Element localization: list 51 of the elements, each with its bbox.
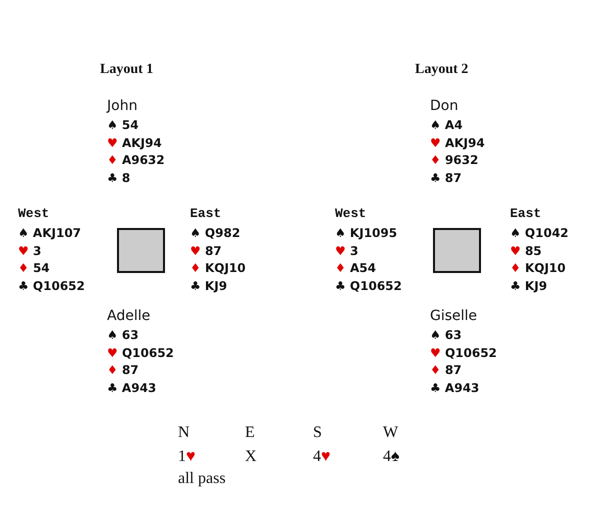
- card-holding: ♦ 9632: [430, 153, 478, 167]
- card-holding: ♣ Q10652: [335, 278, 402, 292]
- player-name: John: [107, 98, 138, 114]
- layout-heading: Layout 1: [100, 62, 154, 78]
- card-holding: ♣ 8: [107, 170, 130, 184]
- bid-heading: E: [245, 424, 255, 442]
- card-holding: ♥ 3: [335, 244, 358, 258]
- player-name: East: [190, 206, 222, 221]
- player-name: West: [18, 206, 50, 221]
- card-holding: ♠ KJ1095: [335, 226, 398, 240]
- layout-heading: Layout 2: [415, 62, 468, 78]
- card-holding: ♦ 54: [18, 261, 50, 275]
- card-holding: ♥ Q10652: [430, 346, 497, 360]
- bid-heading: S: [313, 424, 322, 442]
- card-holding: ♦ KQJ10: [510, 261, 566, 275]
- player-name: East: [510, 206, 542, 221]
- player-name: West: [335, 206, 366, 221]
- card-holding: ♣ Q10652: [18, 278, 85, 292]
- player-name: Adelle: [107, 308, 150, 324]
- player-name: Don: [430, 98, 458, 114]
- card-holding: ♠ 63: [430, 328, 462, 342]
- card-holding: ♠ AKJ107: [18, 226, 82, 240]
- card-holding: ♥ Q10652: [107, 346, 174, 360]
- card-holding: ♠ Q982: [190, 226, 240, 240]
- card-holding: ♠ Q1042: [510, 226, 569, 240]
- card-holding: ♠ 63: [107, 328, 139, 342]
- card-holding: ♥ AKJ94: [107, 136, 162, 150]
- card-holding: ♦ 87: [107, 363, 139, 377]
- bid-heading: N: [178, 424, 190, 442]
- card-holding: ♣ KJ9: [190, 278, 228, 292]
- bid: 4♥: [313, 448, 330, 466]
- card-holding: ♦ KQJ10: [190, 261, 246, 275]
- card-holding: ♠ 54: [107, 118, 139, 132]
- bid: all pass: [178, 470, 226, 488]
- card-holding: ♦ A9632: [107, 153, 165, 167]
- card-holding: ♦ 87: [430, 363, 462, 377]
- card-holding: ♦ A54: [335, 261, 376, 275]
- bid-heading: W: [383, 424, 398, 442]
- card-holding: ♣ 87: [430, 170, 462, 184]
- card-holding: ♠ A4: [430, 118, 463, 132]
- card-holding: ♣ A943: [107, 380, 156, 394]
- bid: 1♥: [178, 448, 196, 466]
- card-holding: ♥ 87: [190, 244, 222, 258]
- player-name: Giselle: [430, 308, 478, 324]
- bid: X: [245, 448, 257, 466]
- card-holding: ♥ 3: [18, 244, 42, 258]
- card-holding: ♣ A943: [430, 380, 480, 394]
- card-holding: ♥ 85: [510, 244, 542, 258]
- bid: 4♠: [383, 448, 400, 466]
- card-holding: ♥ AKJ94: [430, 136, 485, 150]
- card-holding: ♣ KJ9: [510, 278, 548, 292]
